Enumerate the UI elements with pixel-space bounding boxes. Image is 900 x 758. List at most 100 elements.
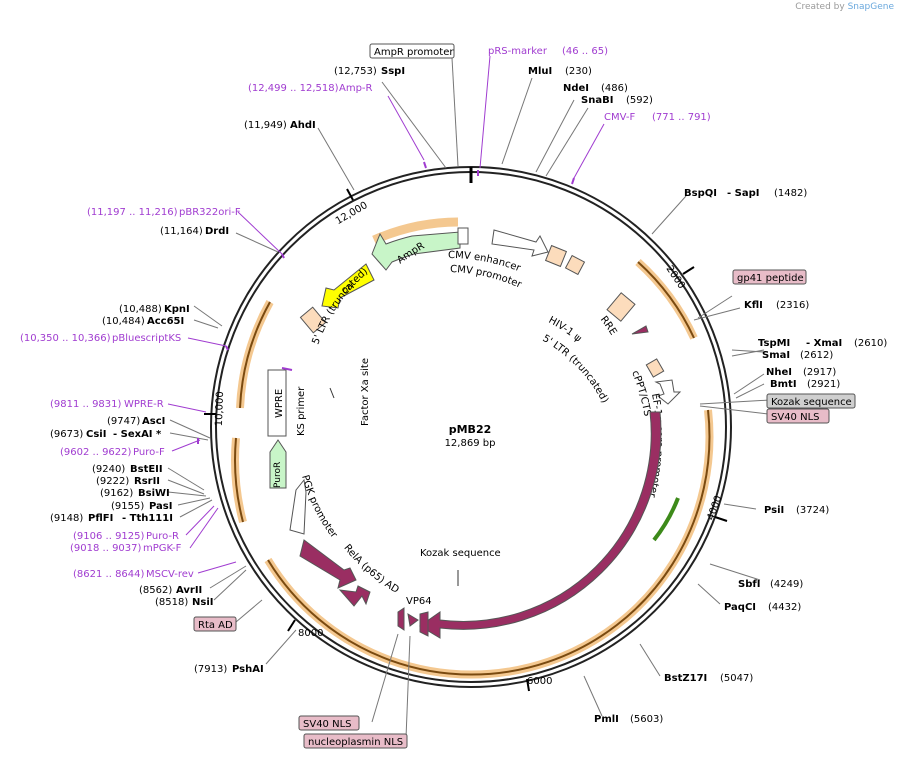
site-name-kpni: KpnI — [164, 304, 190, 315]
ring-tick-4000 — [714, 516, 728, 522]
credit-prefix: Created by — [795, 2, 845, 12]
site-pos-pmli: (5603) — [630, 714, 663, 725]
feature-ltr-box[interactable] — [564, 254, 586, 276]
primer-name-pbr322ori-f: pBR322ori-F — [179, 207, 241, 218]
site-pos-kpni: (10,488) — [119, 304, 162, 315]
ring-tick-8000 — [287, 619, 296, 632]
boxlabel-kozak: Kozak sequence — [771, 397, 852, 408]
site-name-asci: AscI — [142, 416, 165, 427]
credit-brand: SnapGene — [847, 2, 894, 12]
ring-tick-12000 — [346, 188, 354, 201]
primer-name-prs-marker: pRS-marker — [488, 46, 548, 57]
primer-range-amp-r: (12,499 .. 12,518) — [248, 83, 339, 94]
site-pos-sspi: (12,753) — [334, 66, 377, 77]
primer-name-mscv-rev: MSCV-rev — [146, 569, 194, 580]
feature-rela-1[interactable] — [299, 539, 357, 589]
site-name-paqci: PaqCI — [724, 602, 756, 613]
factor-xa-tick — [329, 387, 335, 399]
feature-wpre[interactable] — [267, 369, 287, 437]
feature-rela-2[interactable] — [338, 585, 371, 607]
feature-label-5ltr-right: 5' LTR (truncated) — [540, 333, 610, 405]
site-name-ahdi: AhdI — [290, 120, 316, 131]
ring-tick-label-12000: 12,000 — [334, 200, 370, 227]
site-pos-pshai: (7913) — [194, 664, 227, 675]
feature-puror[interactable] — [269, 439, 287, 489]
site-pos-drdi: (11,164) — [160, 226, 203, 237]
site-name-sbfi: SbfI — [738, 579, 760, 590]
box-kozak — [766, 393, 856, 409]
ring-tick-label-4000: 4000 — [706, 494, 725, 522]
ring-tick-label-10000: 10,000 — [214, 391, 226, 426]
site-name-avrii: AvrII — [176, 585, 202, 596]
primer-name-mpgk-f: mPGK-F — [143, 543, 182, 554]
boxlabel-ampr-promoter: AmpR promoter — [374, 47, 454, 58]
site-name-drdi: DrdI — [205, 226, 229, 237]
site-pos-pasi: (9155) — [111, 501, 144, 512]
feature-label-rre: RRE — [598, 314, 619, 337]
site-name-nsii: NsiI — [192, 597, 213, 608]
site-name-kfli: KflI — [744, 300, 763, 311]
primer-name-wpre-r: WPRE-R — [124, 399, 164, 410]
feature-pgk[interactable] — [289, 478, 307, 535]
ring-ticks: 2000 4000 6000 8000 10,000 12,000 — [204, 167, 728, 692]
site-pos-rsrii: (9222) — [96, 476, 129, 487]
site-pos-smai: (2612) — [800, 350, 833, 361]
site-pos-bspqi: (1482) — [774, 188, 807, 199]
site-name-smai: SmaI — [762, 350, 790, 361]
feature-label-kozak-inner: Kozak sequence — [420, 548, 501, 559]
box-rta-ad — [193, 616, 237, 632]
primer-range-puro-f: (9602 .. 9622) — [60, 447, 132, 458]
site-name-pasi: PasI — [149, 501, 172, 512]
boxlabel-rta-ad: Rta AD — [198, 620, 233, 631]
feature-hiv-psi-box[interactable] — [544, 244, 568, 268]
site-pos-acc65i: (10,484) — [102, 316, 145, 327]
site-name-bstz17i: BstZ17I — [664, 673, 707, 684]
feature-label-puror: PuroR — [273, 462, 283, 488]
feature-rre[interactable] — [606, 292, 636, 322]
feature-cmv[interactable] — [491, 229, 549, 257]
feature-label-wpre: WPRE — [274, 389, 285, 418]
feature-vp64-c[interactable] — [419, 611, 429, 637]
feature-cppt[interactable] — [645, 358, 665, 378]
feature-ef1a[interactable] — [654, 379, 682, 405]
feature-ampr[interactable] — [371, 231, 461, 271]
primer-labels: pRS-marker (46 .. 65) (12,499 .. 12,518)… — [20, 46, 711, 580]
box-gp41 — [732, 269, 807, 285]
gp41-peptide-feature[interactable] — [631, 325, 649, 335]
site-name-mlui: MluI — [528, 66, 552, 77]
feature-vp64-a[interactable] — [397, 607, 405, 631]
feature-vp64-b[interactable] — [407, 613, 419, 627]
site-pos-tspmi: (2610) — [854, 338, 887, 349]
ring-tick-2000 — [682, 266, 695, 275]
site-pos-pflfi: (9148) — [50, 513, 83, 524]
ampr-promoter-feature[interactable] — [457, 227, 469, 245]
primer-marks — [197, 161, 575, 444]
box-nucleoplasmin-nls — [303, 733, 408, 749]
site-pos-csii: (9673) — [50, 429, 83, 440]
feature-5ltr-left[interactable] — [299, 306, 327, 334]
site-pos-kfli: (2316) — [776, 300, 809, 311]
feature-label-cppt: cPPT/CTS — [629, 369, 652, 417]
site-name-bsteii: BstEII — [130, 464, 163, 475]
primer-range-mscv-rev: (8621 .. 8644) — [73, 569, 145, 580]
primer-range-wpre-r: (9811 .. 9831) — [50, 399, 122, 410]
primer-range-pbluescriptks: (10,350 .. 10,366) — [20, 333, 111, 344]
site-pos-paqci: (4432) — [768, 602, 801, 613]
site-pos-bmti: (2921) — [807, 379, 840, 390]
primer-leader-lines — [167, 55, 605, 574]
site-name-snabi: SnaBI — [581, 95, 613, 106]
ring-tick-label-8000: 8000 — [298, 628, 323, 639]
boxed-labels: AmpR promoter gp41 peptide Kozak sequenc… — [193, 43, 856, 749]
site-name-rsrii: RsrII — [134, 476, 160, 487]
site-name-pflfi: PflFI — [88, 513, 113, 524]
site-pos-psii: (3724) — [796, 505, 829, 516]
site-pos-nhei: (2917) — [803, 367, 836, 378]
site-pos-mlui: (230) — [565, 66, 592, 77]
ring-tick-label-6000: 6000 — [527, 676, 552, 687]
site-pos-ndei: (486) — [601, 83, 628, 94]
feature-ori[interactable] — [321, 263, 375, 309]
feature-label-5ltr-left: 5' LTR (truncated) — [310, 266, 370, 346]
site-pos-snabi: (592) — [626, 95, 653, 106]
site-pos-asci: (9747) — [107, 416, 140, 427]
site-pos-bsteii: (9240) — [92, 464, 125, 475]
